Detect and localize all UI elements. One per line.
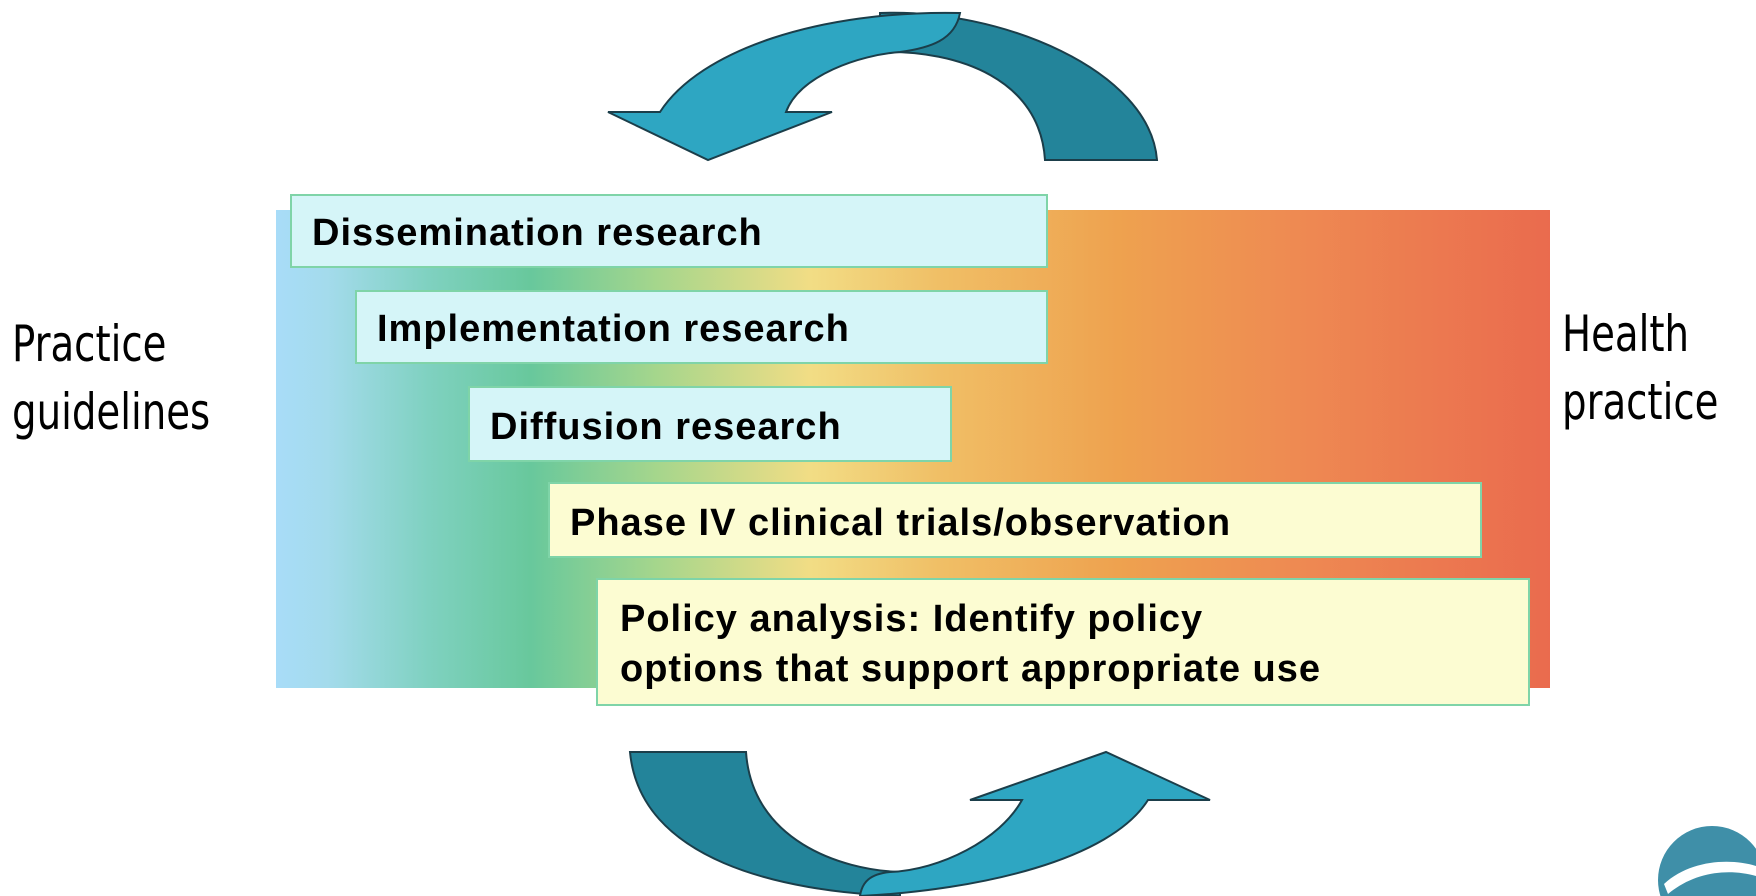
right-label: Health practice <box>1562 300 1718 436</box>
stage-dissemination-research: Dissemination research <box>290 194 1048 268</box>
stage-label-line1: Policy analysis: Identify policy <box>620 598 1204 640</box>
bottom-arrow-dark <box>628 751 901 896</box>
stage-label: Implementation research <box>377 308 850 350</box>
right-label-line1: Health <box>1562 305 1690 363</box>
left-label-line1: Practice <box>12 315 167 373</box>
top-arrow-dark <box>879 11 1159 161</box>
stage-label-line2: options that support appropriate use <box>620 648 1322 690</box>
stage-policy-analysis: Policy analysis: Identify policy options… <box>596 578 1530 706</box>
top-arrow-light <box>607 11 962 162</box>
logo-icon <box>1658 826 1756 896</box>
stage-label: Diffusion research <box>490 406 842 448</box>
left-label: Practice guidelines <box>12 310 210 446</box>
stage-label: Phase IV clinical trials/observation <box>570 502 1232 544</box>
stage-label: Dissemination research <box>312 212 763 254</box>
bottom-arrow-light <box>858 750 1211 896</box>
stage-phase-iv-trials: Phase IV clinical trials/observation <box>548 482 1482 558</box>
right-label-line2: practice <box>1562 373 1719 431</box>
stage-diffusion-research: Diffusion research <box>468 386 952 462</box>
stage-implementation-research: Implementation research <box>355 290 1048 364</box>
left-label-line2: guidelines <box>12 383 211 441</box>
